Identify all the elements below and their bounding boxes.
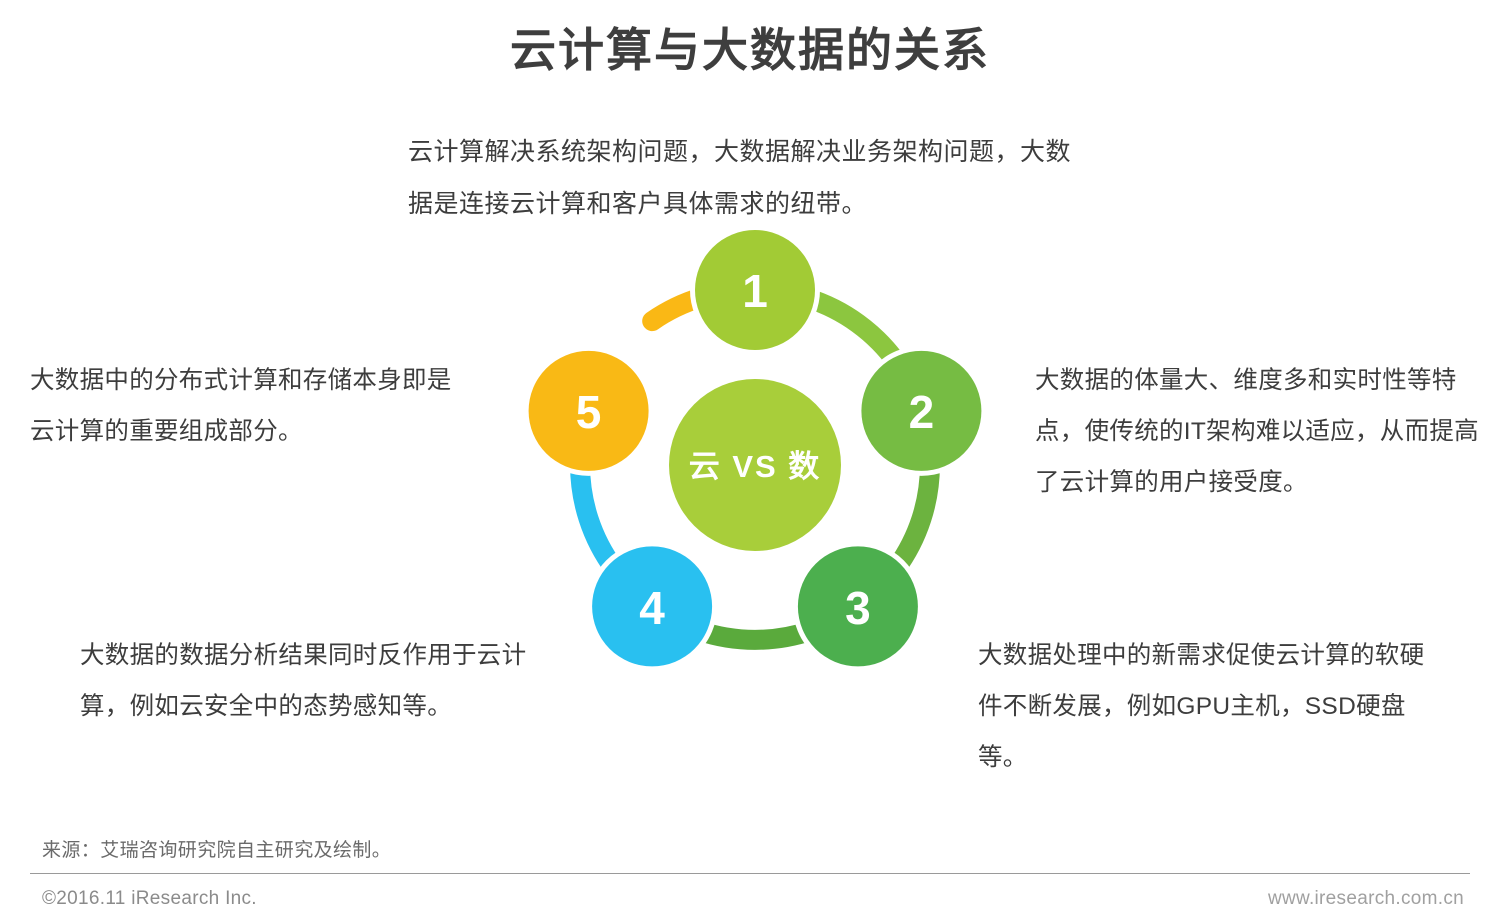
node-1-number: 1	[742, 265, 768, 317]
page-title: 云计算与大数据的关系	[510, 24, 990, 76]
footer-divider	[30, 873, 1470, 874]
node-2-number: 2	[909, 386, 935, 438]
node-4-number: 4	[639, 582, 665, 634]
source-note: 来源：艾瑞咨询研究院自主研究及绘制。	[42, 840, 392, 861]
node-4-circle[interactable]	[592, 546, 713, 667]
copyright-text: ©2016.11 iResearch Inc.	[42, 888, 257, 909]
description-item-2: 大数据的体量大、维度多和实时性等特点，使传统的IT架构难以适应，从而提高了云计算…	[1035, 367, 1479, 496]
node-1-circle[interactable]	[695, 230, 815, 350]
subtitle-text: 云计算解决系统架构问题，大数据解决业务架构问题，大数据是连接云计算和客户具体需求…	[408, 138, 1072, 218]
hub-circle	[669, 379, 841, 551]
node-5-circle[interactable]	[528, 350, 649, 471]
node-2-circle[interactable]	[861, 350, 982, 471]
website-link[interactable]: www.iresearch.com.cn	[1267, 888, 1464, 909]
hub-label: 云 VS 数	[689, 449, 822, 484]
cycle-diagram-svg: 云 VS 数 1 2 3 4 5	[523, 225, 987, 672]
cycle-diagram: 云 VS 数 1 2 3 4 5 大数据中的分布式计算和存储本身即是云计算的重要…	[0, 215, 1500, 785]
description-item-4: 大数据的数据分析结果同时反作用于云计算，例如云安全中的态势感知等。	[80, 642, 527, 720]
description-item-3: 大数据处理中的新需求促使云计算的软硬件不断发展，例如GPU主机，SSD硬盘等。	[978, 642, 1425, 771]
node-3-number: 3	[845, 582, 871, 634]
description-item-5: 大数据中的分布式计算和存储本身即是云计算的重要组成部分。	[30, 367, 452, 445]
node-3-circle[interactable]	[797, 546, 918, 667]
node-5-number: 5	[576, 386, 602, 438]
